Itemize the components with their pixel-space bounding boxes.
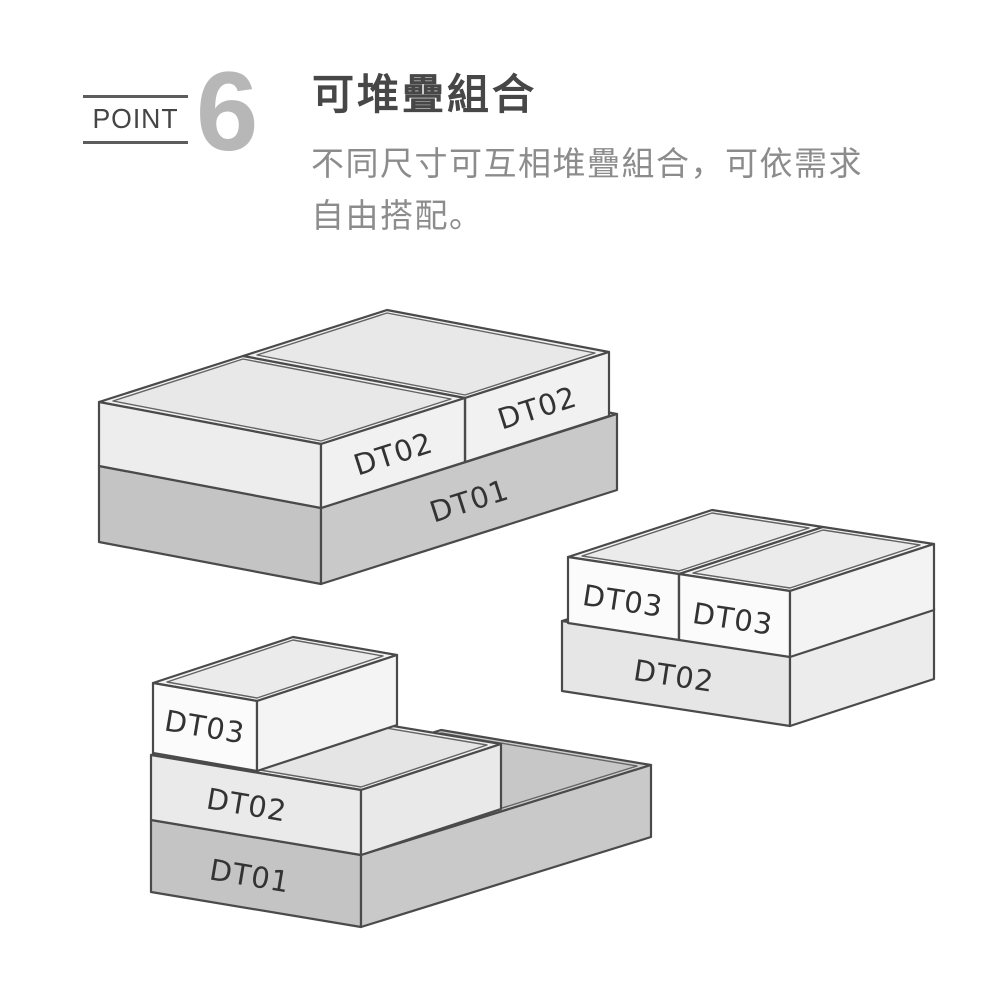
dt03-end-face xyxy=(255,653,399,773)
description-line-1: 不同尺寸可互相堆疊組合，可依需求 xyxy=(311,145,863,182)
dt02-end-face xyxy=(359,742,503,857)
figure-dt03-dt02-dt01: DT03 DT02 DT01 xyxy=(149,635,653,929)
section-header: POINT 6 可堆疊組合 不同尺寸可互相堆疊組合，可依需求 自由搭配。 xyxy=(0,0,1000,260)
dt01-front-right-face xyxy=(359,763,653,929)
point-label: POINT xyxy=(92,103,179,134)
figure-two-dt03-on-dt02: DT03 DT03 DT02 xyxy=(560,508,936,728)
description-line-2: 自由搭配。 xyxy=(311,197,484,234)
dt03-left-box-interior xyxy=(581,512,810,572)
figure-two-dt02-on-dt01: DT02 DT02 DT01 xyxy=(97,308,619,586)
dt03-right-box-end-face xyxy=(788,542,936,659)
point-number: 6 xyxy=(196,49,259,174)
point-badge: POINT xyxy=(83,95,188,144)
dt02-back-box-interior xyxy=(256,312,596,396)
dt03-right-box-interior xyxy=(692,529,921,589)
section-title: 可堆疊組合 xyxy=(312,71,538,118)
section-description: 不同尺寸可互相堆疊組合，可依需求 自由搭配。 xyxy=(311,138,863,242)
dt03-interior xyxy=(166,639,384,699)
dt02-front-box-interior xyxy=(112,358,452,442)
